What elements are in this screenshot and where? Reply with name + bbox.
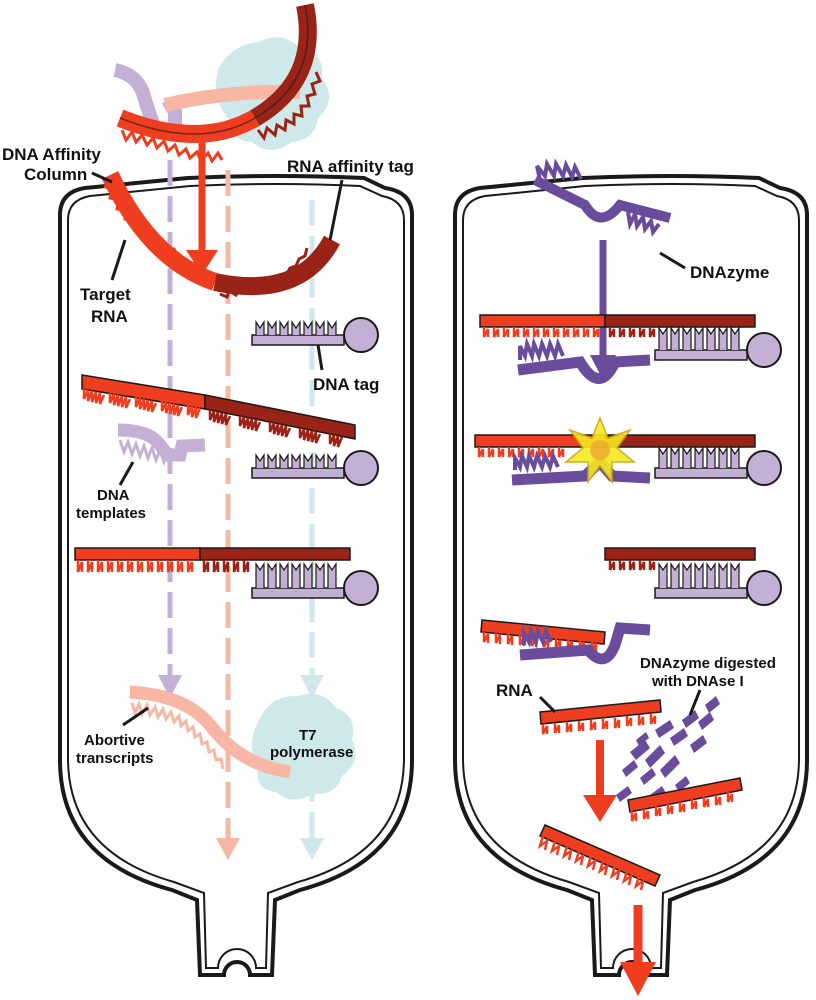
- label-dna-affinity-column-2: Column: [24, 165, 87, 184]
- dna-tag-probe-3: [251, 562, 379, 606]
- label-dnazyme-digested-1: DNAzyme digested: [640, 655, 776, 672]
- right-affinity-column: [453, 173, 809, 977]
- dna-tag-probe-1: [251, 317, 379, 353]
- dna-tag-probe-r2: [654, 446, 782, 486]
- released-rna-with-dnazyme: [480, 619, 651, 665]
- abortive-transcript-bottom: [129, 685, 292, 779]
- label-t7-polymerase-2: polymerase: [270, 744, 353, 761]
- rna-free-1: [539, 699, 662, 735]
- label-dna-templates-1: DNA: [97, 487, 130, 504]
- label-dna-tag: DNA tag: [313, 375, 379, 394]
- label-dna-templates-2: templates: [76, 505, 146, 522]
- target-rna-flow-arrow: [186, 140, 218, 275]
- target-rna-top: [116, 3, 323, 164]
- rna-tag-remnant: [604, 547, 756, 571]
- label-target-rna-1: Target: [80, 285, 131, 304]
- dna-template-flow-arrowhead: [158, 675, 182, 698]
- rna-strand-hybridized: [74, 547, 351, 573]
- label-t7-polymerase-1: T7: [299, 727, 317, 744]
- rna-free-3: [537, 824, 661, 891]
- leader-lines: [91, 171, 702, 727]
- transcript-flow-arrowhead: [216, 838, 240, 860]
- label-abortive-transcripts-2: transcripts: [76, 750, 154, 767]
- dna-tag-probe-2: [251, 450, 379, 486]
- target-rna-bound: [101, 171, 340, 300]
- label-rna: RNA: [496, 681, 533, 700]
- label-abortive-transcripts-1: Abortive: [84, 732, 145, 749]
- dna-tag-probe-r3: [654, 562, 782, 606]
- label-target-rna-2: RNA: [91, 307, 128, 326]
- cleavage-star-icon: [563, 415, 637, 485]
- rna-bound-step-1: [479, 314, 756, 384]
- label-rna-affinity-tag: RNA affinity tag: [287, 157, 414, 176]
- rna-elution-arrow-1: [583, 740, 617, 822]
- label-dnazyme-digested-2: with DNAse I: [651, 673, 744, 690]
- polymerase-flow-arrowhead-top: [300, 675, 324, 698]
- label-dna-affinity-column-1: DNA Affinity: [2, 145, 101, 164]
- dna-template-fragment: [117, 423, 206, 467]
- dna-tag-probe-r1: [654, 326, 782, 368]
- polymerase-flow-arrowhead: [300, 838, 324, 860]
- rna-elution-arrow-2: [620, 905, 656, 996]
- label-dnazyme: DNAzyme: [690, 263, 769, 282]
- rna-strand-diagonal: [81, 374, 356, 448]
- rna-free-2: [627, 777, 743, 822]
- dnazyme-top: [532, 158, 672, 237]
